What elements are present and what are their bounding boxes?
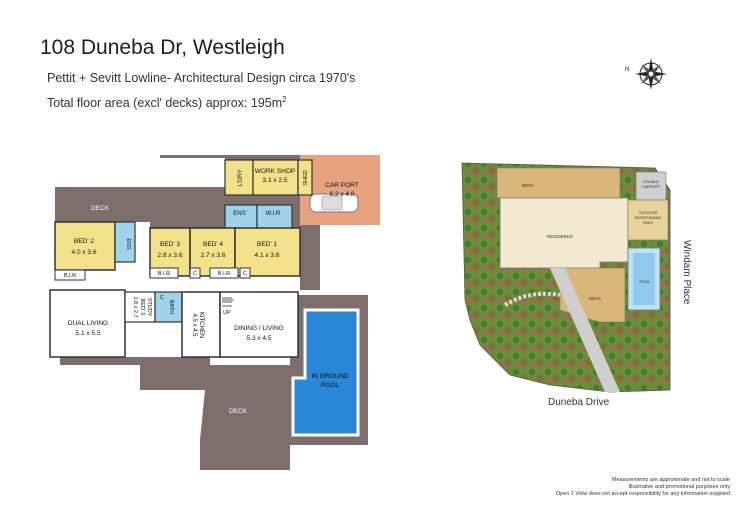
floor-area-text: Total floor area (excl' decks) approx: 1… bbox=[47, 96, 283, 111]
site-retaining-path bbox=[503, 291, 561, 307]
label-carport-dims: 6.2 x 4.8 bbox=[330, 191, 355, 198]
page-title: 108 Duneba Dr, Westleigh bbox=[40, 36, 285, 59]
label-dining-living: DINING / LIVING bbox=[234, 325, 283, 332]
label-shed: SHED bbox=[303, 170, 309, 185]
street-label-duneba: Duneba Drive bbox=[548, 397, 610, 408]
label-wir: W.I.R bbox=[266, 211, 281, 217]
label-pool-line2: POOL bbox=[321, 382, 339, 389]
deck-side-right bbox=[300, 225, 320, 290]
site-label-carport-2: CARPORT bbox=[642, 185, 661, 189]
kitchen-room bbox=[181, 291, 221, 358]
label-study-alt: BED' 5 bbox=[139, 299, 145, 316]
disclaimer-line-3: Open 2 View does not accept responsibili… bbox=[555, 491, 730, 497]
label-laundry: L'DRY bbox=[238, 169, 244, 186]
label-ensuite-bed2: ENS bbox=[125, 238, 131, 250]
label-up: UP bbox=[223, 310, 231, 316]
label-bed3-dims: 2.8 x 3.6 bbox=[158, 252, 183, 259]
floor-plan: DECK DECK L'DRY WORK SHOP 3.1 x 2.5 SHED… bbox=[49, 155, 380, 470]
label-bed3: BED' 3 bbox=[160, 241, 180, 248]
site-outdoor-area bbox=[627, 199, 669, 241]
label-cupboard-bath: C bbox=[160, 295, 164, 301]
bed2-room bbox=[54, 221, 116, 271]
site-residence bbox=[499, 197, 629, 269]
disclaimer-line-1: Measurements are approximate and not to … bbox=[611, 477, 730, 483]
label-bath: BATH bbox=[168, 300, 174, 314]
laundry-room bbox=[224, 159, 254, 196]
cupboard-left bbox=[189, 267, 201, 279]
svg-text:N: N bbox=[625, 67, 629, 73]
label-dual-living-dims: 5.1 x 5.5 bbox=[76, 330, 101, 337]
floor-plan-pool bbox=[291, 308, 360, 437]
bath-room bbox=[154, 291, 183, 323]
label-deck-bottom: DECK bbox=[229, 408, 248, 415]
dining-living-room bbox=[219, 291, 299, 358]
label-bed2: BED' 2 bbox=[74, 238, 94, 245]
label-bed1: BED' 1 bbox=[257, 241, 277, 248]
bir-left-closet bbox=[54, 269, 86, 281]
carport-area bbox=[300, 155, 380, 225]
label-workshop: WORK SHOP bbox=[255, 168, 295, 175]
site-label-pool: POOL bbox=[639, 279, 651, 284]
site-driveway bbox=[550, 268, 620, 392]
site-label-deck-bottom: DECK bbox=[589, 296, 602, 301]
site-deck-top bbox=[496, 167, 621, 199]
street-label-windam: Windam Place bbox=[681, 240, 692, 305]
car-icon bbox=[309, 193, 359, 213]
study-room bbox=[124, 291, 156, 323]
label-study: STUDY bbox=[146, 298, 152, 317]
deck-bottom bbox=[60, 357, 300, 470]
label-bed4-dims: 2.7 x 3.6 bbox=[201, 252, 226, 259]
label-bed2-dims: 4.0 x 3.6 bbox=[72, 249, 97, 256]
label-ensuite-main: ENS' bbox=[233, 211, 246, 217]
label-workshop-dims: 3.1 x 2.5 bbox=[263, 177, 288, 184]
label-carport: CAR PORT bbox=[325, 182, 358, 189]
north-arrow-compass-icon: N bbox=[625, 58, 667, 90]
disclaimer: Measurements are approximate and not to … bbox=[556, 477, 730, 498]
bir-mid-right-closet bbox=[209, 267, 239, 279]
site-label-outdoor-2: ENTERTAINING bbox=[635, 216, 662, 220]
label-cupboard-left: C bbox=[193, 271, 197, 277]
site-plan: DECK RESIDENCE DECK DOUBLE CARPORT OUTDO… bbox=[461, 162, 692, 408]
label-bed1-dims: 4.1 x 3.6 bbox=[255, 252, 280, 259]
site-label-outdoor-1: OUTDOOR bbox=[639, 211, 658, 215]
bir-mid-left-closet bbox=[149, 267, 179, 279]
floor-area-unit-sup: 2 bbox=[282, 95, 287, 104]
label-pool-line1: IN GROUND bbox=[311, 373, 349, 380]
label-study-dims: 1.8 x 2.7 bbox=[132, 296, 138, 317]
label-bir-left: B.I.R bbox=[64, 273, 76, 279]
site-label-deck-top: DECK bbox=[522, 183, 535, 188]
site-label-carport-1: DOUBLE bbox=[643, 180, 659, 184]
label-kitchen: KITCHEN bbox=[198, 312, 204, 338]
label-bed4: BED' 4 bbox=[203, 241, 223, 248]
label-bir-mid-right: B.I.R bbox=[218, 271, 230, 277]
disclaimer-line-2: Illustrative and promotional purposes on… bbox=[628, 484, 730, 490]
cupboard-right bbox=[239, 267, 251, 279]
site-label-residence: RESIDENCE bbox=[547, 234, 573, 239]
floor-area-note: Total floor area (excl' decks) approx: 1… bbox=[47, 95, 287, 110]
label-bir-mid-left: B.I.R bbox=[158, 271, 170, 277]
design-note: Pettit + Sevitt Lowline- Architectural D… bbox=[47, 71, 356, 85]
site-pool-water bbox=[633, 253, 655, 305]
label-kitchen-dims: 4.5 x 4.5 bbox=[191, 313, 197, 337]
label-cupboard-right: C bbox=[243, 271, 247, 277]
label-dual-living: DUAL LIVING bbox=[68, 320, 108, 327]
ensuite-bed2-room bbox=[114, 221, 136, 263]
site-double-carport bbox=[635, 171, 667, 201]
label-deck-top: DECK bbox=[91, 205, 110, 212]
label-dining-living-dims: 5.3 x 4.5 bbox=[247, 335, 272, 342]
shed-room bbox=[297, 159, 313, 196]
site-label-outdoor-3: AREA bbox=[643, 221, 653, 225]
dual-living-room bbox=[49, 289, 126, 358]
